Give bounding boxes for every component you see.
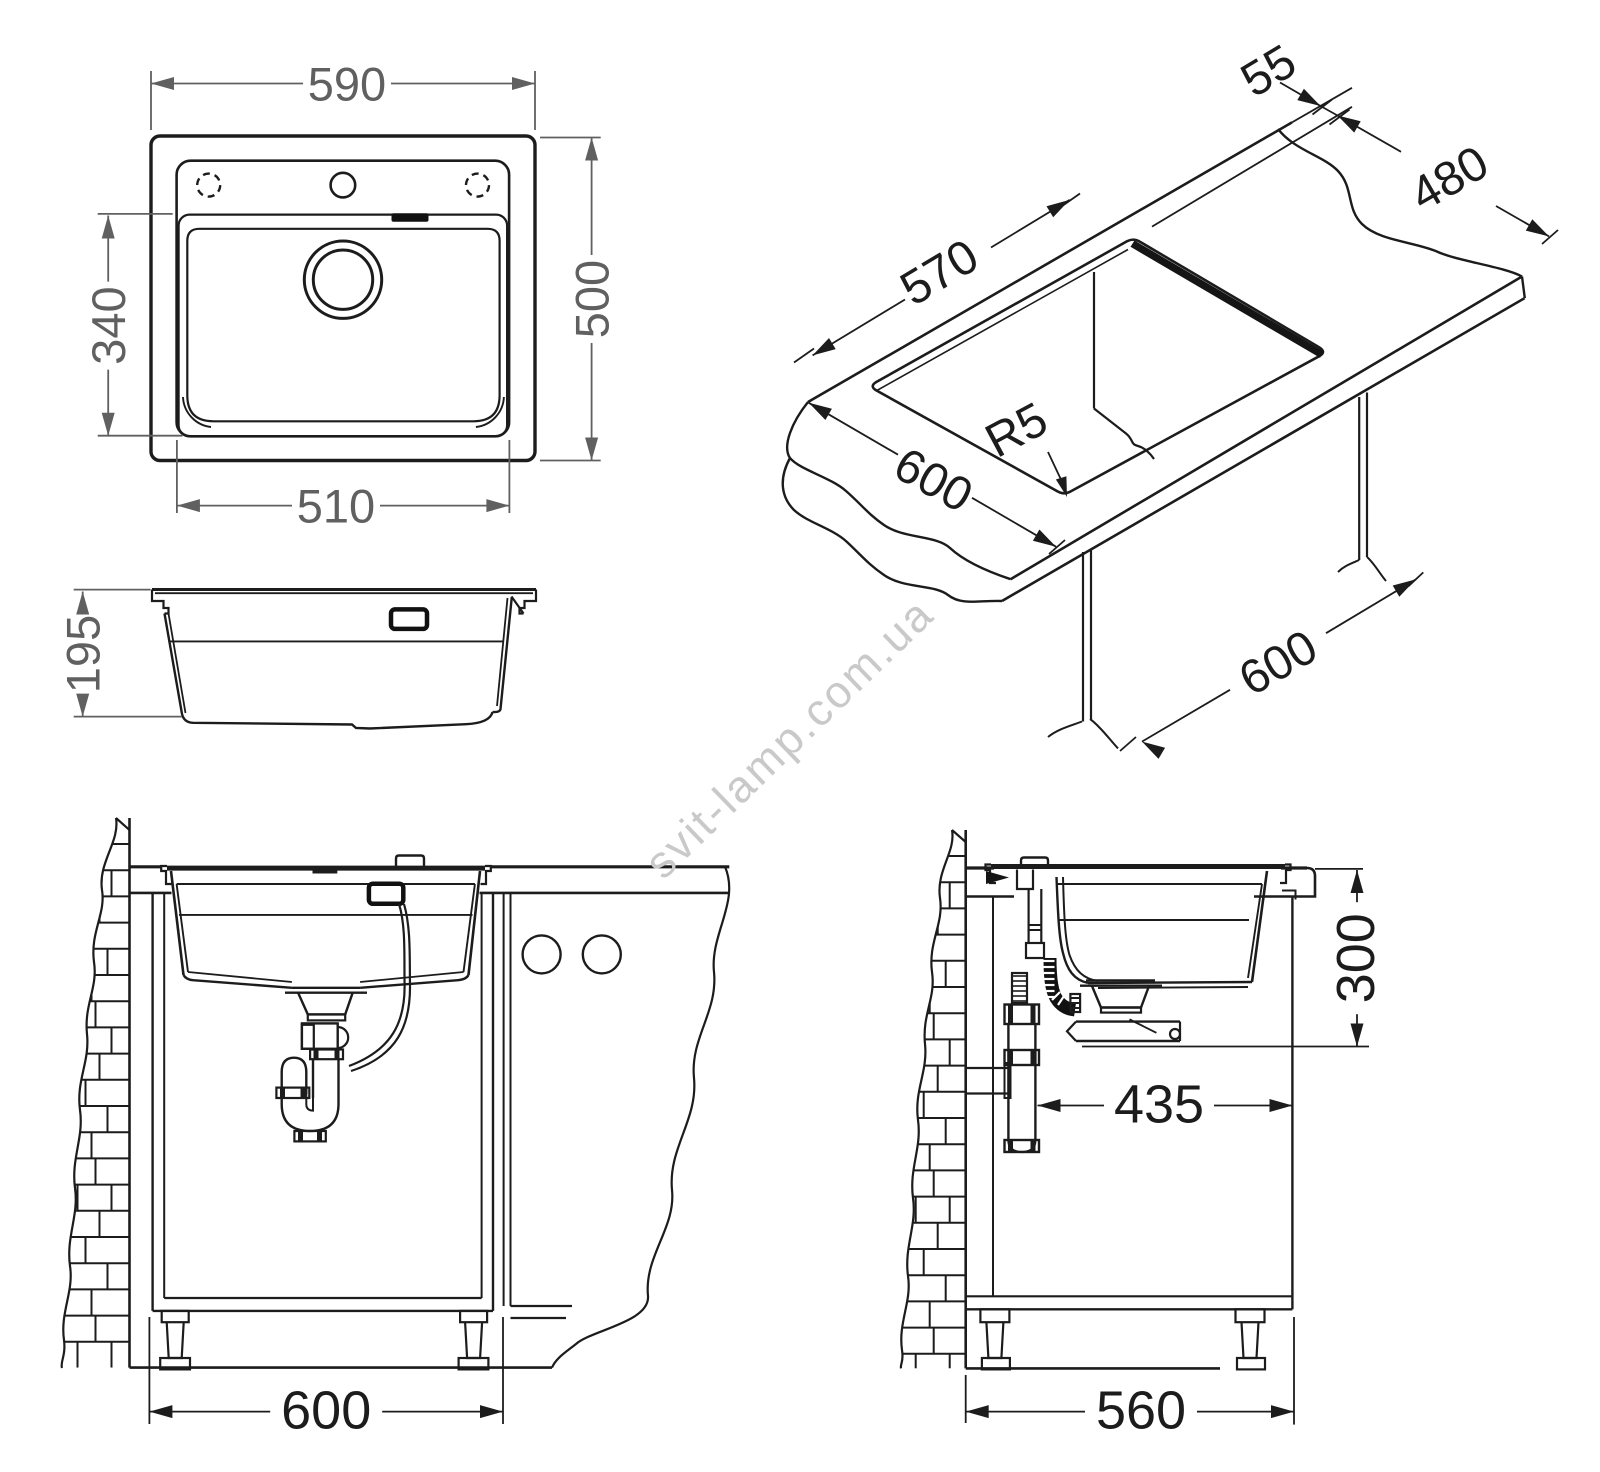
svg-text:340: 340 <box>82 286 135 364</box>
svg-text:435: 435 <box>1114 1075 1204 1135</box>
svg-text:300: 300 <box>1326 913 1386 1003</box>
svg-text:560: 560 <box>1096 1381 1186 1441</box>
svg-text:500: 500 <box>566 260 619 338</box>
svg-text:195: 195 <box>57 615 110 693</box>
svg-text:600: 600 <box>281 1381 371 1441</box>
svg-text:510: 510 <box>297 480 375 533</box>
svg-text:590: 590 <box>308 58 386 111</box>
